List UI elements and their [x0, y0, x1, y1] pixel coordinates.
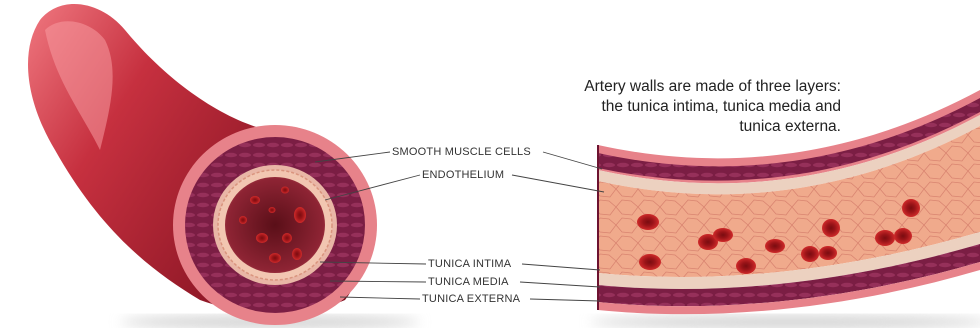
leader-smooth-muscle-right: [543, 152, 602, 169]
label-tunica-intima: TUNICA INTIMA: [428, 258, 511, 270]
floor-shadow-right: [590, 316, 980, 328]
label-smooth-muscle-cells: SMOOTH MUSCLE CELLS: [392, 146, 531, 158]
leader-tunica-externa: [340, 297, 420, 299]
label-tunica-media: TUNICA MEDIA: [428, 276, 509, 288]
leader-tunica-intima-right: [522, 264, 600, 270]
cross-section: [173, 125, 377, 325]
label-endothelium: ENDOTHELIUM: [422, 169, 504, 181]
leader-tunica-media-right: [520, 282, 600, 287]
label-tunica-externa: TUNICA EXTERNA: [422, 293, 520, 305]
leader-tunica-externa-right: [530, 299, 600, 301]
leader-endothelium-right: [512, 175, 604, 192]
artery-caption: Artery walls are made of three layers: t…: [560, 77, 841, 137]
